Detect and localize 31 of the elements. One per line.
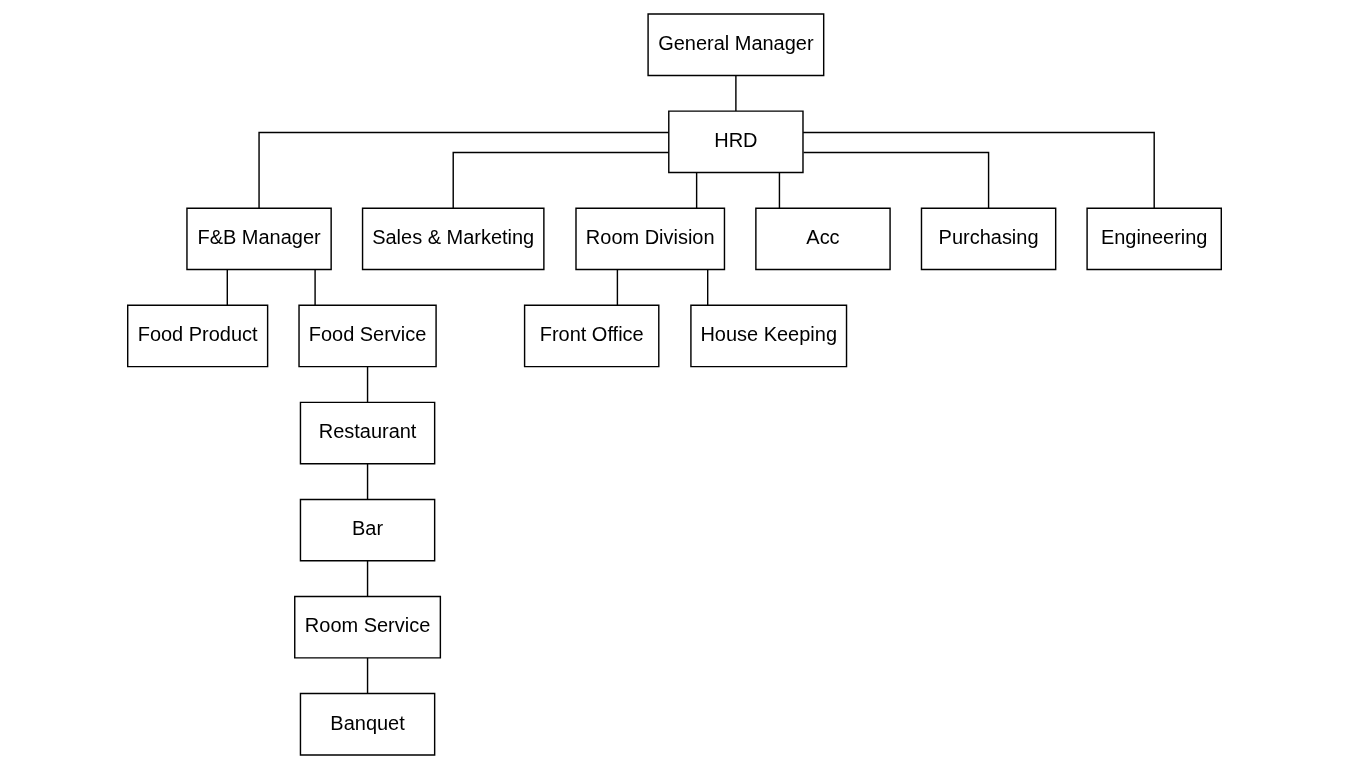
node-box: Bar — [299, 498, 436, 562]
node-box: Acc — [755, 207, 891, 271]
connector — [366, 560, 369, 598]
connector — [695, 171, 698, 209]
connector — [314, 268, 316, 306]
node-box: F&B Manager — [186, 207, 332, 271]
connector — [802, 131, 1155, 209]
node-box: Food Service — [298, 304, 437, 368]
node-box: Engineering — [1086, 207, 1222, 271]
connector — [366, 463, 369, 500]
connector — [706, 268, 709, 306]
connector — [735, 74, 737, 112]
node-box: General Manager — [647, 13, 825, 77]
connector — [778, 171, 781, 209]
connector — [366, 365, 369, 403]
connector — [258, 131, 670, 209]
connector — [226, 268, 228, 306]
connector — [452, 151, 670, 209]
connector — [366, 657, 369, 695]
node-box: Room Division — [575, 207, 726, 271]
connector — [616, 268, 619, 306]
node-box: Food Product — [127, 304, 269, 368]
node-box: Purchasing — [920, 207, 1057, 271]
node-box: HRD — [668, 110, 804, 174]
node-box: Sales & Marketing — [361, 207, 545, 271]
node-box: House Keeping — [690, 304, 848, 368]
connector — [802, 151, 990, 209]
node-box: Banquet — [299, 692, 436, 756]
node-box: Room Service — [294, 595, 442, 659]
node-box: Front Office — [523, 304, 660, 368]
node-box: Restaurant — [299, 401, 436, 465]
